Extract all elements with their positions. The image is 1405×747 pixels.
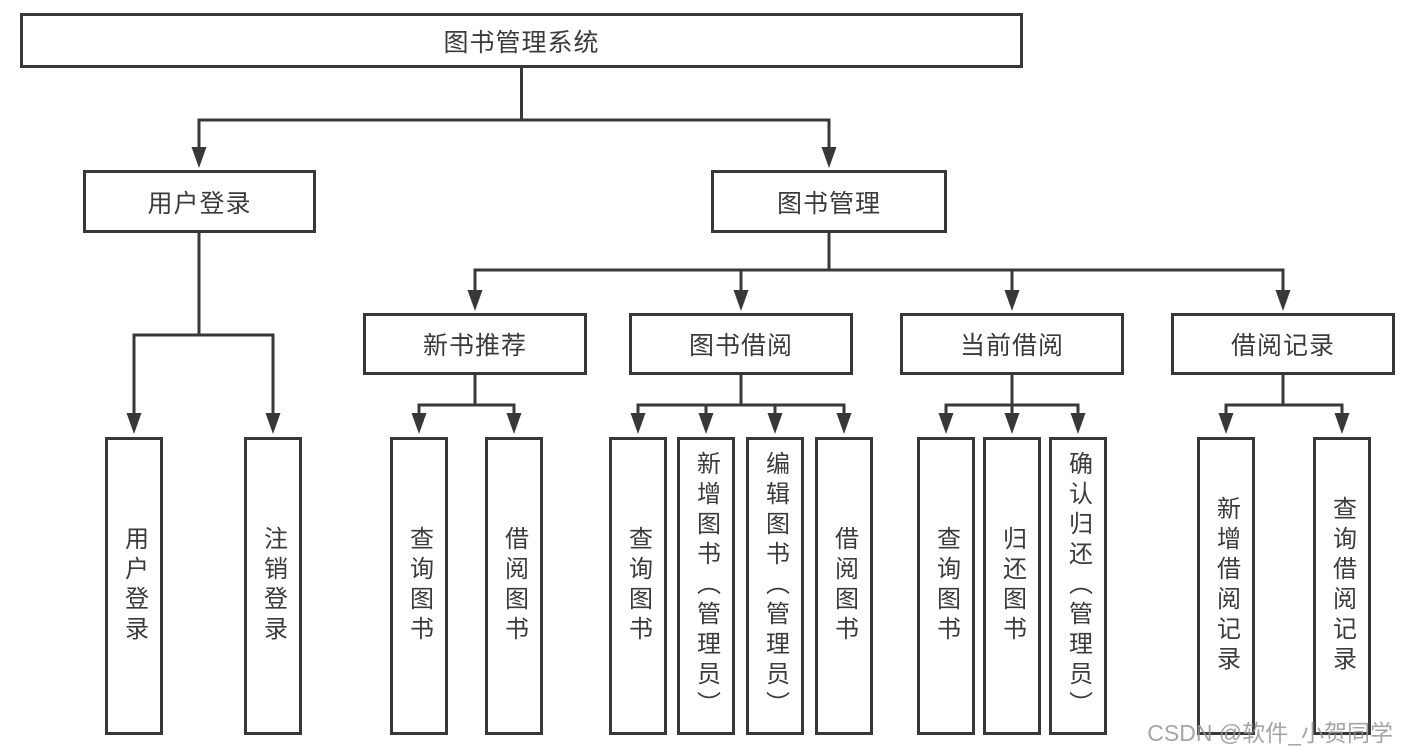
node-label: 当前借阅 [959, 332, 1064, 360]
leaf-borrow-books: 借阅图书 [815, 437, 873, 735]
node-root-system: 图书管理系统 [20, 13, 1023, 68]
leaf-borrow-books: 借阅图书 [485, 437, 543, 735]
leaf-query-books: 查询图书 [917, 437, 975, 735]
node-label: 新书推荐 [422, 332, 527, 360]
leaf-query-borrow-record: 查询借阅记录 [1313, 437, 1371, 735]
node-label: 图书管理 [776, 189, 881, 218]
leaf-add-books-admin: 新增图书（管理员） [677, 437, 735, 735]
node-borrowing-records: 借阅记录 [1171, 313, 1395, 375]
leaf-add-borrow-record: 新增借阅记录 [1197, 437, 1255, 735]
leaf-query-books: 查询图书 [390, 437, 448, 735]
leaf-user-login: 用户登录 [105, 437, 163, 735]
node-label: 图书管理系统 [443, 28, 600, 57]
node-book-borrowing: 图书借阅 [629, 313, 853, 375]
leaf-confirm-return-admin: 确认归还（管理员） [1049, 437, 1107, 735]
node-user-login: 用户登录 [83, 170, 316, 233]
csdn-watermark: CSDN @软件_小贺同学 [1147, 720, 1393, 746]
node-current-borrowing: 当前借阅 [900, 313, 1124, 375]
leaf-query-books: 查询图书 [609, 437, 667, 735]
leaf-logout: 注销登录 [244, 437, 302, 735]
leaf-edit-books-admin: 编辑图书（管理员） [746, 437, 804, 735]
node-book-management: 图书管理 [711, 170, 947, 233]
node-label: 图书借阅 [688, 332, 793, 360]
node-label: 借阅记录 [1230, 332, 1335, 360]
leaf-return-books: 归还图书 [983, 437, 1041, 735]
node-new-book-recommendation: 新书推荐 [363, 313, 587, 375]
node-label: 用户登录 [147, 189, 252, 218]
